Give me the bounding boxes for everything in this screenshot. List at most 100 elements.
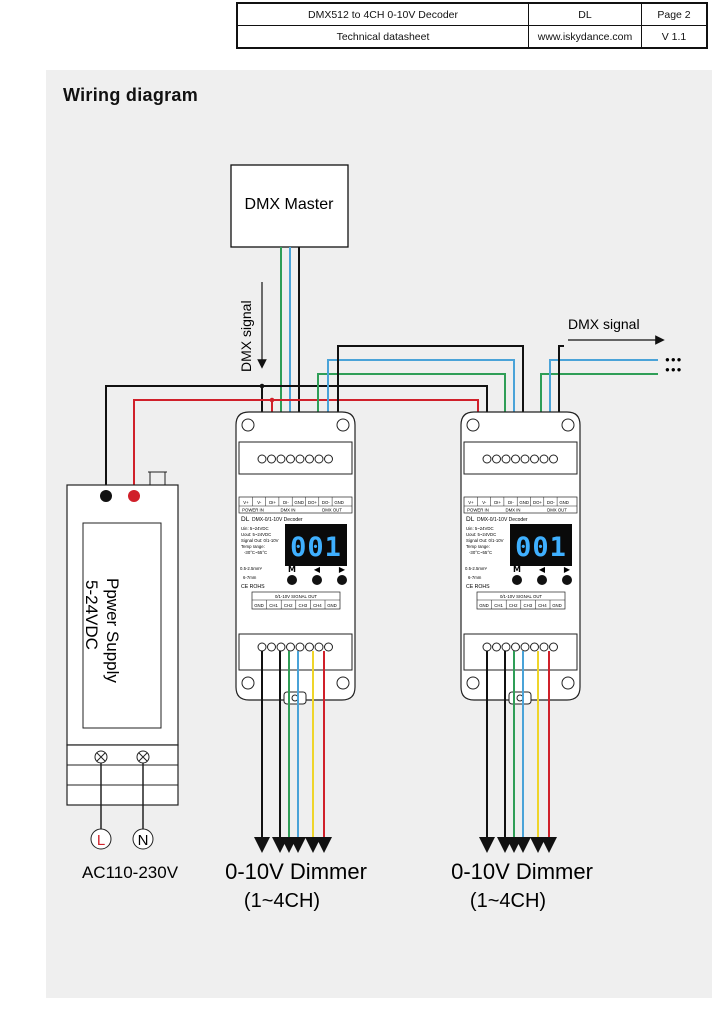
terminal-screw [257,454,267,464]
terminal-screw [501,454,511,464]
mount-hole [241,676,255,690]
wire-size-label: 0.5-2.5mm² [240,566,263,571]
led-display [510,524,572,566]
terminal-group-label: DMX OUT [322,508,342,513]
terminal-label: GND [334,500,344,505]
terminal-label: DO+ [308,500,317,505]
ps-label-2: 5-24VDC [82,580,101,650]
terminal-label-strip [463,496,578,514]
terminal-screw [539,642,549,652]
spec-spec-temp: Temp range: [241,544,265,549]
ps-terminal-n: N [138,832,149,849]
terminal-screw [530,642,539,652]
output-strip-title: 0/1-10V SIGNAL OUT [500,594,542,599]
wire-size-label: 0.5-2.5mm² [465,566,488,571]
output-1-line1: 0-10V Dimmer [225,859,367,884]
terminal-label: V+ [468,500,474,505]
terminal-label: DI- [508,500,514,505]
ps-dc-minus-terminal [100,490,112,502]
section-title: Wiring diagram [63,85,199,105]
spec-spec-signal: Signal Out: 0/1-10V [241,538,279,543]
btn-right-button[interactable] [562,575,572,585]
cert-label: CE ROHS [241,584,265,590]
terminal-screw [286,454,295,464]
spec-spec-temp-val: -30°C~55°C [244,550,267,555]
terminal-screw [314,642,324,652]
output-terminal-label: CH4 [313,603,322,608]
terminal-screw [520,642,530,652]
terminal-screw [305,454,314,464]
spec-spec-temp: Temp range: [466,544,490,549]
terminal-screw [324,454,333,464]
terminal-group-label: POWER IN [242,508,264,513]
header-version: V 1.1 [641,25,708,49]
btn-m-button[interactable] [287,575,297,585]
btn-m-button[interactable] [512,575,522,585]
terminal-group-label: DMX IN [505,508,520,513]
terminal-screw [501,642,511,652]
header-website: www.iskydance.com [528,25,642,49]
output-terminal-label: GND [327,603,337,608]
mount-hole [561,418,575,432]
terminal-screw [305,642,314,652]
dmx-signal-in-label: DMX signal [238,300,254,372]
terminal-screw [530,454,539,464]
spec-spec-uin: Uin: 5~24VDC [241,526,269,531]
terminal-screw [267,454,276,464]
output-terminal-label: GND [552,603,562,608]
output-terminal-label: CH2 [284,603,293,608]
terminal-label: GND [294,500,304,505]
terminal-screw [257,642,267,652]
terminal-screw [276,642,286,652]
button-label: ◀ [314,565,321,574]
terminal-screw [482,454,492,464]
terminal-label: V- [257,500,262,505]
output-terminal-label: GND [254,603,264,608]
output-terminal-label: CH1 [494,603,503,608]
terminal-label: DI+ [269,500,276,505]
ps-label-1: Ppwer Supply [103,578,122,683]
terminal-screw [492,454,501,464]
btn-left-button[interactable] [537,575,547,585]
button-label: ◀ [539,565,546,574]
terminal-screw [520,454,530,464]
terminal-screw [549,642,558,652]
output-terminal-label: CH1 [269,603,278,608]
spec-spec-signal: Signal Out: 0/1-10V [466,538,504,543]
button-label: M [513,565,521,574]
ps-dc-plus-terminal [128,490,140,502]
btn-right-button[interactable] [337,575,347,585]
led-display-value: 001 [515,532,567,563]
output-terminal-label: CH3 [298,603,307,608]
spec-model: DMX-0/1-10V Decoder [477,517,528,523]
terminal-label: V- [482,500,487,505]
terminal-screw [295,454,305,464]
mount-hole [336,418,350,432]
strip-length-label: 6-7mm [468,575,482,580]
terminal-label: V+ [243,500,249,505]
output-terminal-label: CH2 [509,603,518,608]
btn-left-button[interactable] [312,575,322,585]
terminal-screw [324,642,333,652]
terminal-label: DO- [322,500,330,505]
terminal-group-label: DMX OUT [547,508,567,513]
output-strip-title: 0/1-10V SIGNAL OUT [275,594,317,599]
more-dots-2: ●●● [665,365,683,374]
led-display-value: 001 [290,532,342,563]
output-terminal-label: CH3 [523,603,532,608]
button-label: M [288,565,296,574]
strip-length-label: 6-7mm [243,575,257,580]
output-2-line1: 0-10V Dimmer [451,859,593,884]
power-supply [66,471,179,850]
terminal-label: DO+ [533,500,542,505]
terminal-group-label: DMX IN [280,508,295,513]
mount-hole [466,676,480,690]
spec-spec-uout: Uout: 5~24VDC [241,532,271,537]
terminal-label: DO- [547,500,555,505]
terminal-screw [539,454,549,464]
header-doc-type: Technical datasheet [236,25,529,49]
spec-spec-uout: Uout: 5~24VDC [466,532,496,537]
mount-hole [466,418,480,432]
